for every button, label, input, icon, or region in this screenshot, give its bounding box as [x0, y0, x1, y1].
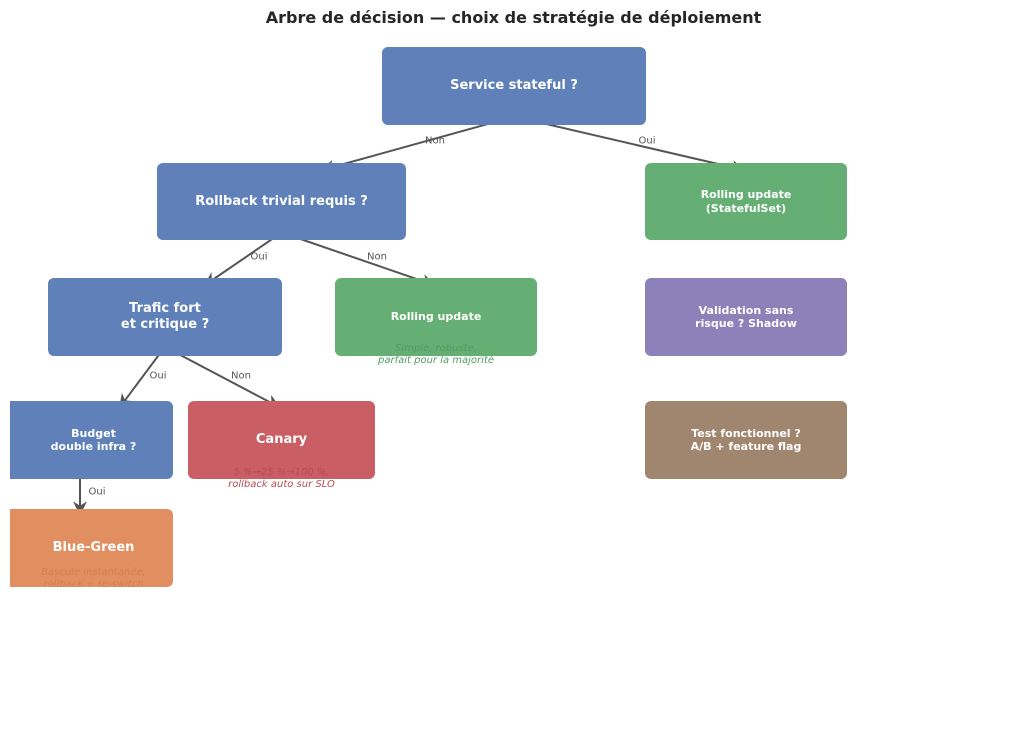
edge-label-budget-oui: Oui [88, 486, 106, 498]
edge-label-stateful-oui: Oui [638, 135, 656, 147]
node-bluegreen: Blue-Green [0, 509, 173, 587]
node-test-ab: Test fonctionnel ? A/B + feature flag [645, 401, 847, 479]
edge-rollback-oui [203, 232, 282, 286]
node-validation-shadow: Validation sans risque ? Shadow [645, 278, 847, 356]
edge-stateful-oui [515, 116, 746, 174]
edge-label-rollback-non: Non [367, 251, 387, 263]
note-canary: 5 %→25 %→100 %, rollback auto sur SLO [228, 467, 335, 490]
node-budget: Budget double infra ? [0, 401, 173, 479]
node-stateful: Service stateful ? [382, 47, 646, 125]
diagram-title: Arbre de décision — choix de stratégie d… [265, 8, 762, 27]
note-rolling-update: Simple, robuste, parfait pour la majorit… [377, 343, 495, 366]
edge-trafic-oui [119, 347, 165, 409]
edge-label-trafic-oui: Oui [149, 370, 167, 382]
note-bluegreen: Bascule instantanée, rollback = re-switc… [41, 567, 146, 590]
node-rolling-update: Rolling update [335, 278, 537, 356]
node-canary: Canary [188, 401, 375, 479]
edge-label-stateful-non: Non [425, 135, 445, 147]
node-rollback: Rollback trivial requis ? [157, 163, 406, 240]
figure-clip-edge [0, 0, 10, 735]
node-trafic: Trafic fort et critique ? [48, 278, 282, 356]
edge-stateful-non [320, 116, 514, 174]
edge-rollback-non [282, 232, 436, 288]
edge-label-trafic-non: Non [231, 370, 251, 382]
edge-label-rollback-oui: Oui [250, 251, 268, 263]
edge-trafic-non [166, 347, 281, 408]
node-rolling-statefulset: Rolling update (StatefulSet) [645, 163, 847, 240]
